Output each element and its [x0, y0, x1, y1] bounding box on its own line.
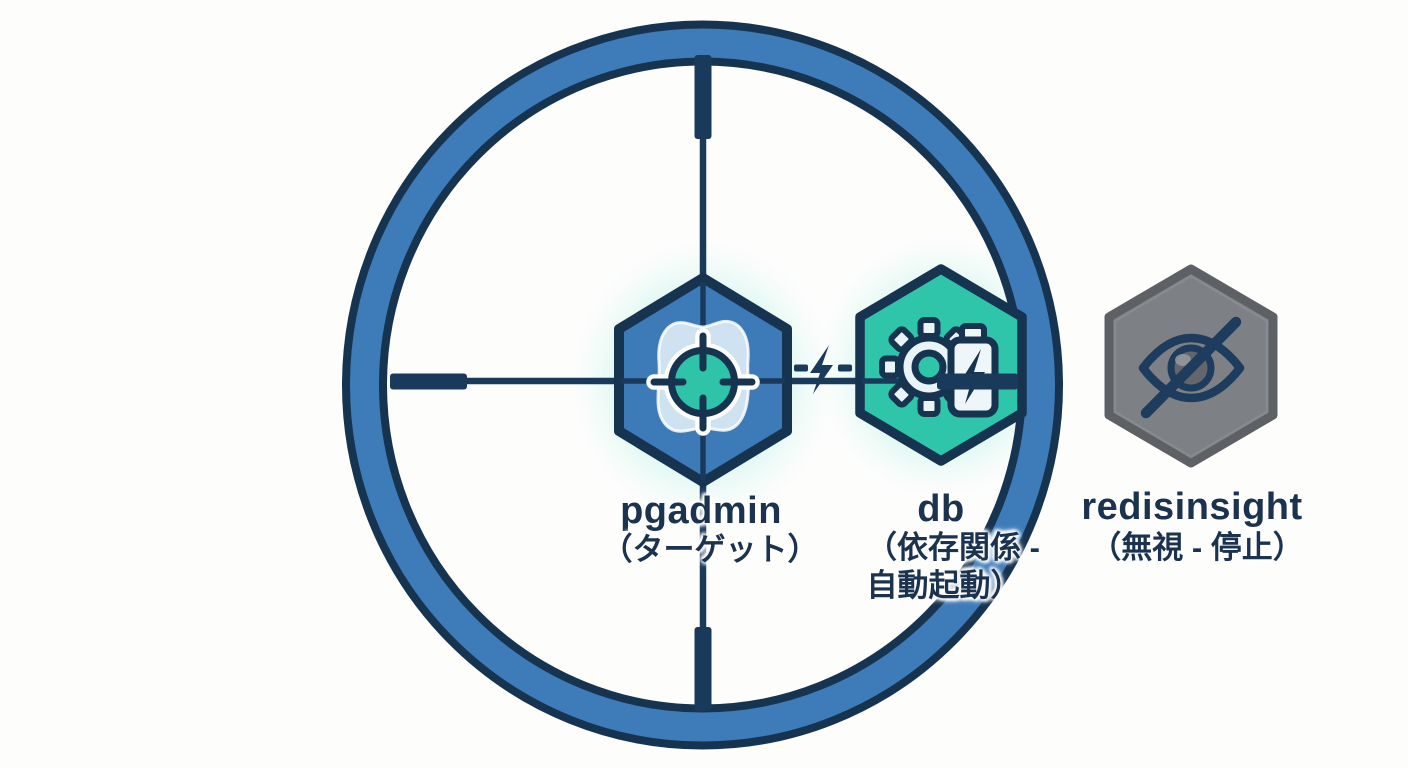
service-label-redisinsight: redisinsight [1081, 486, 1303, 528]
service-sublabel-db-line2: 自動起動） [866, 568, 1022, 603]
service-sublabel-db-line1: （依存関係 - [866, 530, 1040, 565]
lightning-bolt-icon [810, 345, 833, 394]
service-label-db: db [917, 488, 965, 530]
tick-top [694, 55, 712, 139]
tick-right [937, 373, 1018, 390]
redisinsight-hexagon [1104, 264, 1278, 468]
service-label-pgadmin: pgadmin [620, 490, 782, 532]
pgadmin-hexagon [614, 273, 792, 487]
battery-icon [947, 323, 999, 418]
eye-slash-icon [1138, 316, 1245, 419]
dependency-connector [794, 345, 852, 394]
crosshair-ticks [390, 55, 712, 711]
scope-ring [342, 20, 1063, 750]
tick-bottom [694, 627, 712, 711]
service-sublabel-pgadmin: （ターゲット） [601, 532, 819, 567]
target-icon [646, 328, 760, 436]
db-hexagon [855, 264, 1027, 466]
service-sublabel-redisinsight: （無視 - 停止） [1090, 530, 1304, 565]
tick-left [390, 373, 467, 390]
